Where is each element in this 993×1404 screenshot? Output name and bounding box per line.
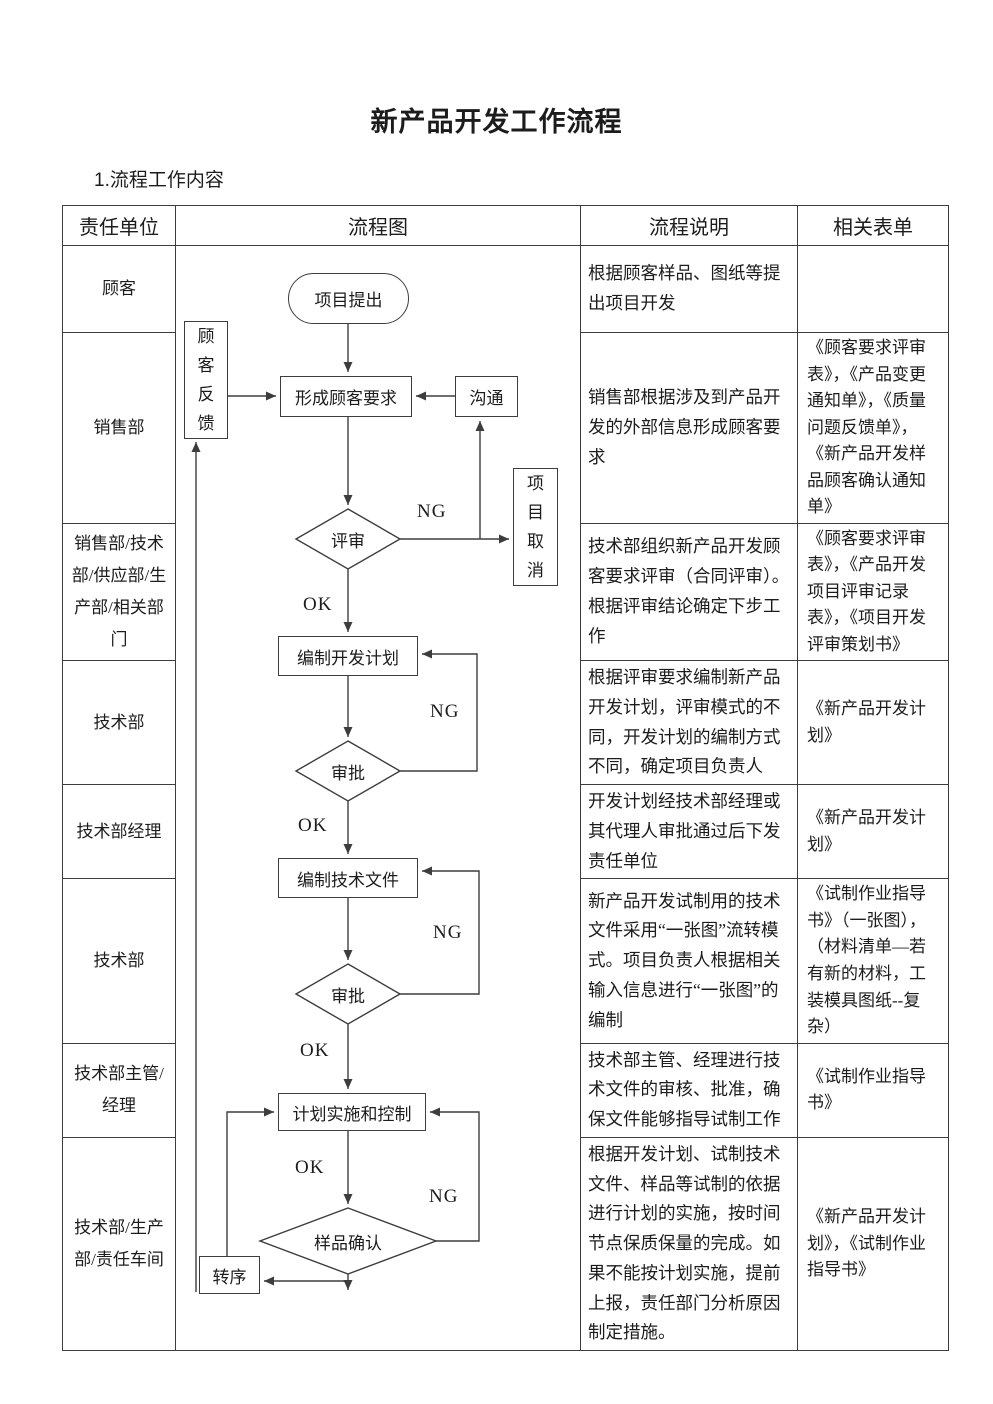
description-cell: 销售部根据涉及到产品开发的外部信息形成顾客要求 [580,332,798,524]
forms-cell: 《新产品开发计划》 [797,660,949,786]
table-row: 销售部/技术部/供应部/生产部/相关部门 技术部组织新产品开发顾客要求评审（合同… [62,522,949,662]
unit-cell: 技术部主管/经理 [62,1042,176,1138]
table-row: 技术部经理 开发计划经技术部经理或其代理人审批通过后下发责任单位 《新产品开发计… [62,784,949,880]
table-row: 销售部 销售部根据涉及到产品开发的外部信息形成顾客要求 《顾客要求评审表》，《产… [62,332,949,524]
unit-cell: 顾客 [62,245,176,333]
label-ok-approve1: OK [298,815,328,836]
section-heading: 1.流程工作内容 [94,170,224,191]
node-project-proposal: 项目提出 [288,273,409,324]
flowchart-connectors [191,324,509,1292]
node-plan-implementation: 计划实施和控制 [278,1093,426,1131]
label-ng-approve2: NG [433,922,463,943]
forms-cell [797,245,949,333]
node-develop-plan-label: 编制开发计划 [297,648,399,668]
description-cell: 技术部组织新产品开发顾客要求评审（合同评审）。根据评审结论确定下步工作 [580,522,798,662]
description-cell: 技术部主管、经理进行技术文件的审核、批准，确保文件能够指导试制工作 [580,1042,798,1138]
edge-transfer-to-implement [226,1107,274,1256]
forms-cell: 《顾客要求评审表》，《产品变更通知单》，《质量问题反馈单》，《新产品开发样品顾客… [797,332,949,524]
label-ng-approve1: NG [430,701,460,722]
node-customer-feedback-label: 顾客反馈 [197,327,215,433]
header-forms: 相关表单 [797,205,949,246]
unit-cell: 技术部 [62,878,176,1044]
node-communication-label: 沟通 [469,389,504,408]
node-transfer: 转序 [199,1256,260,1294]
unit-cell: 技术部经理 [62,784,176,880]
header-flowchart: 流程图 [175,205,581,246]
node-form-customer-requirements-label: 形成顾客要求 [295,389,397,408]
table-row: 技术部 根据评审要求编制新产品开发计划，评审模式的不同，开发计划的编制方式不同，… [62,660,949,786]
node-customer-feedback: 顾客反馈 [184,321,228,439]
table-row: 顾客 [62,244,949,1352]
description-cell: 根据顾客样品、图纸等提出项目开发 [580,245,798,333]
label-ok-review: OK [303,594,333,615]
node-develop-plan: 编制开发计划 [278,636,418,676]
edge-approve1-ng-loop [400,649,478,772]
description-cell: 根据评审要求编制新产品开发计划，评审模式的不同，开发计划的编制方式不同，确定项目… [580,660,798,786]
label-ng-sample: NG [429,1186,459,1207]
description-cell: 根据开发计划、试制技术文件、样品等试制的依据进行计划的实施，按时间节点保质保量的… [580,1136,798,1352]
diamond-review-label: 评审 [331,531,365,551]
process-table: 责任单位 流程图 流程说明 相关表单 顾客 [62,205,949,1352]
node-communication: 沟通 [455,376,518,417]
label-ng-review: NG [417,501,447,522]
unit-cell: 销售部 [62,332,176,524]
header-unit: 责任单位 [62,205,176,246]
unit-cell: 技术部 [62,660,176,786]
flowchart: 项目提出 顾客反馈 形成顾客要求 沟通 项目取消 编制开发计 [177,247,580,1294]
forms-cell: 《新产品开发计划》 [797,784,949,880]
description-cell: 开发计划经技术部经理或其代理人审批通过后下发责任单位 [580,784,798,880]
node-project-cancel: 项目取消 [513,468,558,586]
table-row: 技术部/生产部/责任车间 根据开发计划、试制技术文件、样品等试制的依据进行计划的… [62,1136,949,1352]
diamond-sample-confirm-label: 样品确认 [314,1233,382,1253]
forms-cell: 《试制作业指导书》 [797,1042,949,1138]
node-transfer-label: 转序 [212,1267,247,1287]
node-prepare-tech-docs: 编制技术文件 [278,858,418,898]
label-ok-implement: OK [295,1157,325,1178]
diamond-approve-plan-label: 审批 [331,763,365,783]
page-title: 新产品开发工作流程 [370,107,623,137]
edge-approve2-ng-loop [400,866,480,995]
header-description: 流程说明 [580,205,798,246]
unit-cell: 技术部/生产部/责任车间 [62,1136,176,1352]
forms-cell: 《新产品开发计划》，《试制作业指导书》 [797,1136,949,1352]
label-ok-approve2: OK [300,1040,330,1061]
node-plan-implementation-label: 计划实施和控制 [292,1104,412,1124]
edge-sample-ng-loop [430,1107,480,1242]
node-project-proposal-label: 项目提出 [314,291,383,310]
forms-cell: 《顾客要求评审表》，《产品开发项目评审记录表》，《项目开发评审策划书》 [797,522,949,662]
table-row: 技术部主管/经理 技术部主管、经理进行技术文件的审核、批准，确保文件能够指导试制… [62,1042,949,1138]
unit-cell: 销售部/技术部/供应部/生产部/相关部门 [62,522,176,662]
diamond-approve-docs-label: 审批 [331,986,365,1006]
forms-cell: 《试制作业指导书》（一张图），（材料清单—若有新的材料，工装模具图纸--复杂） [797,878,949,1044]
node-form-customer-requirements: 形成顾客要求 [280,376,412,417]
table-row: 技术部 新产品开发试制用的技术文件采用“一张图”流转模式。项目负责人根据相关输入… [62,878,949,1044]
node-project-cancel-label: 项目取消 [526,474,544,580]
description-cell: 新产品开发试制用的技术文件采用“一张图”流转模式。项目负责人根据相关输入信息进行… [580,878,798,1044]
flowchart-cell: 项目提出 顾客反馈 形成顾客要求 沟通 项目取消 编制开发计 [175,244,581,1352]
node-prepare-tech-docs-label: 编制技术文件 [297,870,399,890]
table-header-row: 责任单位 流程图 流程说明 相关表单 [62,205,949,246]
